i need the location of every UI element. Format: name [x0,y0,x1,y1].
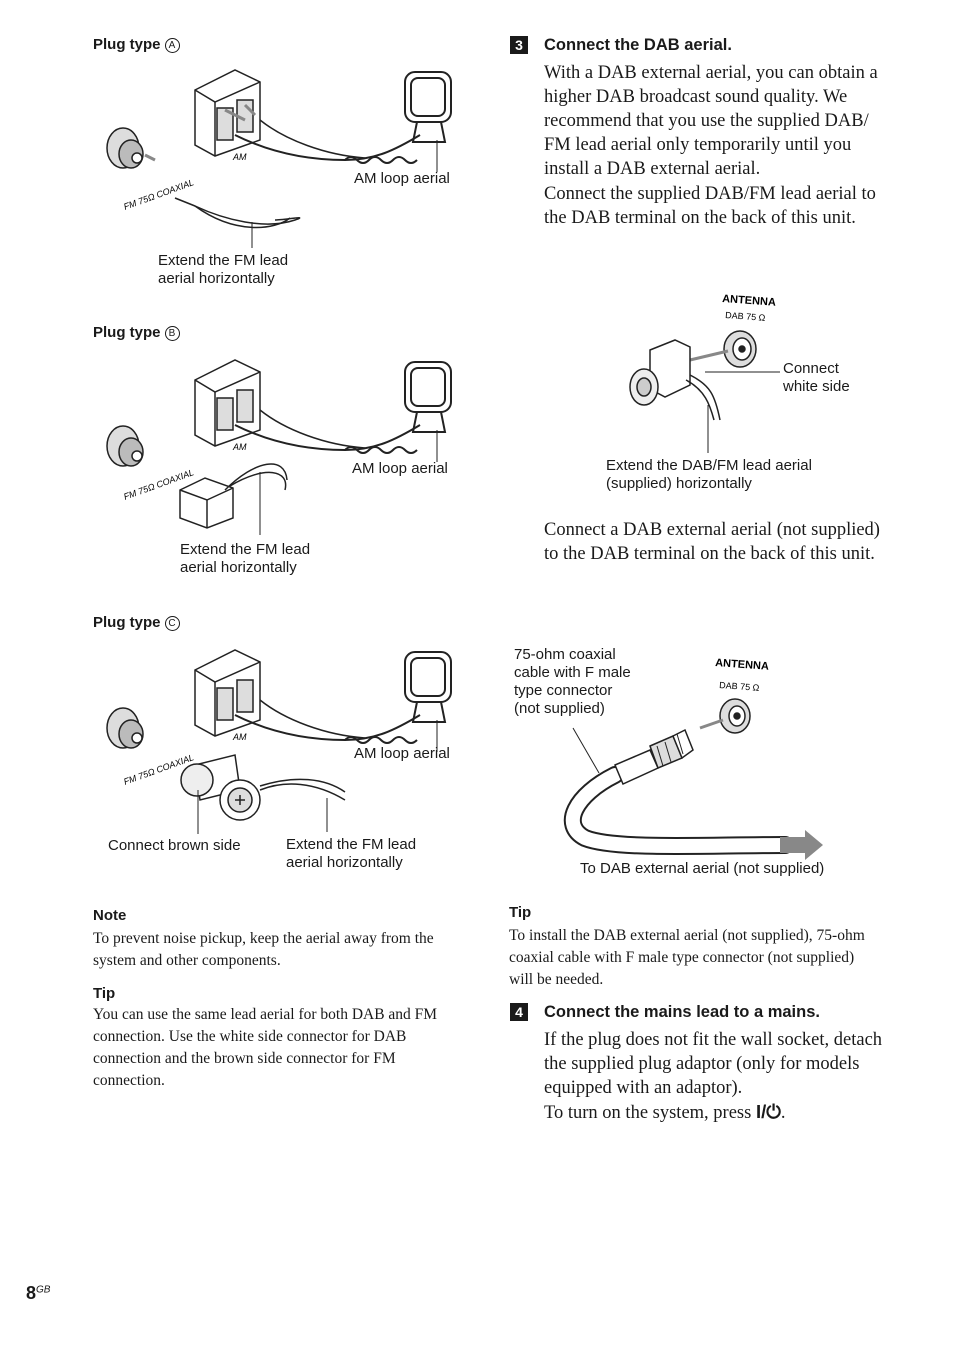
connect-white-side-line2: white side [783,378,850,395]
dab-terminal-label-1: DAB 75 Ω [725,310,766,323]
extend-dab-fm-line2: (supplied) horizontally [606,475,752,492]
extend-dab-fm-label: Extend the DAB/FM lead aerial (supplied)… [606,457,812,493]
to-dab-external-aerial-label: To DAB external aerial (not supplied) [580,860,825,877]
extend-fm-label-a-line2: aerial horizontally [158,270,275,287]
extend-fm-label-c-line1: Extend the FM lead [286,836,417,853]
dab-lead-aerial-diagram: ANTENNA DAB 75 Ω [629,293,780,453]
coax-cable-line1: 75-ohm coaxial [514,646,616,663]
am-terminal-label-c: AM [232,732,247,742]
plug-type-b-mark: B [164,326,180,341]
step-4-para2: To turn on the system, press I/⏻. [544,1100,889,1125]
extend-fm-label-c-line2: aerial horizontally [286,854,403,871]
tip-heading-left: Tip [93,985,116,1002]
note-heading: Note [93,907,127,924]
page-number-suffix: GB [36,1284,51,1296]
am-loop-aerial-drawing [404,71,452,143]
plug-type-c-heading-text: Plug type [93,614,161,631]
step-3-para2: Connect the supplied DAB/FM lead aerial … [544,184,876,228]
plug-type-c-diagram: AM FM 75Ω COAXIAL [106,649,452,834]
note-text: To prevent noise pickup, keep the aerial… [93,930,434,969]
extend-fm-label-b-line1: Extend the FM lead [180,541,311,558]
page-number-value: 8 [26,1283,37,1303]
dab-terminal-jack-2 [719,698,751,734]
am-terminal-label-b: AM [232,442,247,452]
dab-terminal-label-2: DAB 75 Ω [719,680,760,693]
tip-text-left: You can use the same lead aerial for bot… [93,1006,438,1089]
am-loop-aerial-label-c: AM loop aerial [354,745,450,762]
step-4-para2-suffix: . [780,1103,786,1123]
plug-type-b-heading-text: Plug type [93,324,161,341]
coax-cable-label: 75-ohm coaxial cable with F male type co… [514,646,631,718]
connect-brown-side-label: Connect brown side [108,837,241,854]
step-4-para1: If the plug does not fit the wall socket… [544,1030,883,1098]
extend-fm-label-a-line1: Extend the FM lead [158,252,289,269]
step-3-para3: Connect a DAB external aerial (not suppl… [544,520,880,564]
am-terminal-label: AM [232,152,247,162]
fm-coax-jack [106,127,144,169]
f-connector [614,728,694,786]
am-loop-aerial-label-b: AM loop aerial [352,460,448,477]
extend-fm-label-c: Extend the FM lead aerial horizontally [286,836,416,872]
fm-terminal-label: FM 75Ω COAXIAL [122,177,195,212]
am-loop-aerial-label-a: AM loop aerial [354,170,450,187]
tip-heading-right: Tip [509,904,532,921]
coax-cable-line2: cable with F male [514,664,631,681]
to-aerial-arrow [780,830,823,860]
plug-type-a-mark: A [164,38,180,53]
white-side-connector [629,339,691,406]
step-3-heading: 3 Connect the DAB aerial. [510,36,732,55]
power-icon: I/⏻ [755,1101,781,1122]
plug-type-b-diagram: AM FM 75Ω COAXIAL [106,359,452,535]
antenna-label-2: ANTENNA [715,657,770,673]
extend-fm-label-a: Extend the FM lead aerial horizontally [158,252,288,288]
tip-text-right: To install the DAB external aerial (not … [509,927,865,988]
step-4-para2-prefix: To turn on the system, press [544,1103,756,1123]
dab-terminal-jack-1 [723,330,757,368]
extend-fm-label-b-line2: aerial horizontally [180,559,297,576]
step-3-title: Connect the DAB aerial. [544,36,732,54]
step-4-heading: 4 Connect the mains lead to a mains. [510,1003,820,1022]
step-4-title: Connect the mains lead to a mains. [544,1003,820,1021]
connect-white-side-line1: Connect [783,360,839,377]
step-3-para1: With a DAB external aerial, you can obta… [544,63,878,179]
page-number: 8GB [26,1283,50,1304]
connect-white-side-label: Connect white side [783,360,850,396]
plug-type-c-mark: C [164,616,180,631]
antenna-label-1: ANTENNA [722,293,777,309]
plug-type-a-diagram: AM FM 75Ω COAXIAL [106,69,452,248]
extend-fm-label-b: Extend the FM lead aerial horizontally [180,541,310,577]
plug-type-a-heading-text: Plug type [93,36,161,53]
coax-cable-line4: (not supplied) [514,700,605,717]
step-4-number: 4 [510,1003,528,1021]
dab-external-aerial-diagram: ANTENNA DAB 75 Ω [563,657,823,860]
extend-dab-fm-line1: Extend the DAB/FM lead aerial [606,457,812,474]
coax-cable-line3: type connector [514,682,613,699]
step-3-number: 3 [510,36,528,54]
am-terminal-block [194,69,261,157]
